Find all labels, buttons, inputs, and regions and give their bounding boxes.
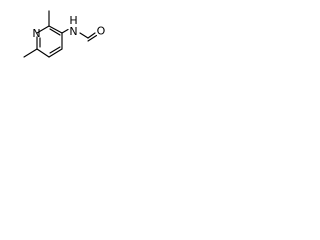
bond-n1-c2 [36,25,50,34]
bond-c2-c3-inner [49,28,61,36]
amide-nitrogen-label: N [69,25,77,38]
carbonyl-oxygen-label: O [97,25,106,38]
ring-nitrogen-label: N [32,27,40,40]
bond-c4-c5-inner [49,46,61,54]
bond-nh-carbonyl [79,32,89,39]
bond-c2-c3 [48,25,63,34]
bond-c4-c5 [48,48,63,58]
bond-carbonyl-oxygen [87,32,96,39]
bond-methyl-bottom-left [23,48,38,58]
chemical-structure-diagram: N H N O [23,10,106,58]
amide-hydrogen-label: H [69,14,77,27]
bond-carbonyl-oxygen-double [87,34,98,42]
bond-c5-c6 [36,48,50,58]
bond-c3-nh [61,28,69,34]
